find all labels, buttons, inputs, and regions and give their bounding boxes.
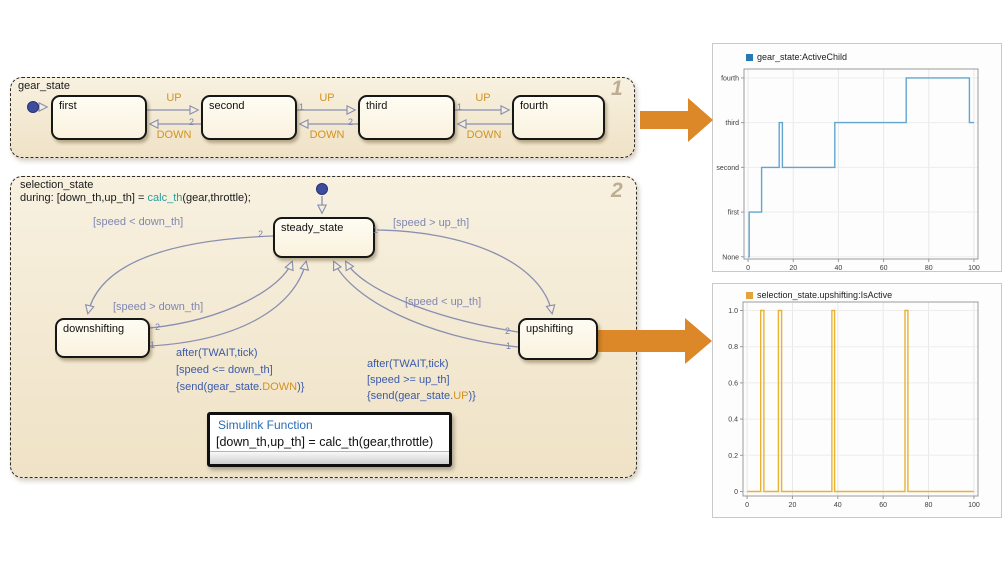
svg-text:0: 0 (746, 265, 750, 272)
svg-text:second: second (716, 165, 739, 172)
svg-text:40: 40 (835, 265, 843, 272)
condition-speed-lt-down-th: [speed < down_th] (93, 216, 184, 228)
state-fourth-label: fourth (520, 100, 549, 112)
simulink-function-signature: [down_th,up_th] = calc_th(gear,throttle) (216, 435, 434, 449)
upshift-chart-legend-marker (746, 291, 753, 299)
svg-text:20: 20 (789, 502, 797, 509)
svg-text:40: 40 (834, 502, 842, 509)
up-label-3: UP (475, 92, 491, 104)
state-first-label: first (59, 100, 77, 112)
downshift-action-line2: [speed <= down_th] (176, 364, 273, 376)
svg-text:100: 100 (968, 502, 980, 509)
svg-text:0.8: 0.8 (728, 344, 738, 351)
downshift-action-label: after(TWAIT,tick) [speed <= down_th] {se… (176, 345, 304, 396)
gear-chart-legend: gear_state:ActiveChild (746, 52, 847, 62)
svg-text:0.4: 0.4 (728, 417, 738, 424)
simulink-function-title: Simulink Function (218, 418, 313, 432)
svg-text:first: first (728, 210, 739, 217)
svg-text:60: 60 (879, 502, 887, 509)
upshift-action-label: after(TWAIT,tick) [speed >= up_th] {send… (367, 356, 476, 404)
order-second-up: 1 (299, 102, 305, 112)
svg-text:60: 60 (880, 265, 888, 272)
state-second[interactable]: second (201, 95, 297, 140)
downshift-action-line1: after(TWAIT,tick) (176, 347, 258, 359)
state-downshifting[interactable]: downshifting (55, 318, 150, 358)
state-steady-state-label: steady_state (281, 222, 344, 234)
order-steady-to-down: 2 (258, 229, 264, 239)
simulink-function-box[interactable]: Simulink Function [down_th,up_th] = calc… (207, 412, 452, 467)
condition-speed-gt-up-th: [speed > up_th] (393, 217, 470, 229)
down-label-1: DOWN (156, 129, 192, 141)
state-upshifting[interactable]: upshifting (518, 318, 598, 360)
svg-text:0: 0 (745, 502, 749, 509)
state-upshifting-label: upshifting (526, 323, 574, 335)
up-label-1: UP (166, 92, 182, 104)
svg-text:0: 0 (734, 489, 738, 496)
order-third-up: 1 (457, 102, 463, 112)
state-third-label: third (366, 100, 388, 112)
during-suffix: (gear,throttle); (182, 192, 251, 204)
state-third[interactable]: third (358, 95, 455, 140)
during-prefix: during: [down_th,up_th] = (20, 192, 148, 204)
order-down-return-cond: 2 (155, 322, 161, 332)
svg-text:80: 80 (925, 265, 933, 272)
simulink-function-strip (210, 451, 449, 464)
block-arrow-to-gear-chart (640, 98, 713, 142)
order-steady-to-up: 1 (373, 225, 379, 235)
svg-text:third: third (725, 120, 739, 127)
upshift-action-line3: {send(gear_state.UP)} (367, 390, 476, 402)
gear-state-execution-order: 1 (611, 77, 623, 100)
selection-state-execution-order: 2 (611, 179, 623, 202)
gear-activechild-plot[interactable]: 0 20 40 60 80 100 None first second third fourth (713, 44, 1003, 273)
upshift-action-line1: after(TWAIT,tick) (367, 358, 449, 370)
upshifting-isactive-chart-panel[interactable]: selection_state.upshifting:IsActive 0 20 4… (712, 283, 1002, 518)
state-fourth[interactable]: fourth (512, 95, 605, 140)
gear-chart-legend-label: gear_state:ActiveChild (757, 52, 848, 62)
upshift-chart-legend-label: selection_state.upshifting:IsActive (757, 290, 893, 300)
condition-speed-gt-down-th: [speed > down_th] (113, 301, 204, 313)
up-event: UP (453, 390, 469, 402)
order-third-down: 2 (348, 117, 354, 127)
state-first[interactable]: first (51, 95, 147, 140)
svg-text:fourth: fourth (721, 75, 739, 82)
svg-text:1.0: 1.0 (728, 308, 738, 315)
state-steady-state[interactable]: steady_state (273, 217, 375, 258)
gear-state-title: gear_state (18, 80, 70, 92)
order-up-return-cond: 2 (505, 326, 511, 336)
svg-text:0.6: 0.6 (728, 380, 738, 387)
downshift-action-line3: {send(gear_state.DOWN)} (176, 381, 305, 393)
svg-text:0.2: 0.2 (728, 453, 738, 460)
svg-text:None: None (722, 254, 739, 261)
upshift-chart-legend: selection_state.upshifting:IsActive (746, 290, 892, 300)
condition-speed-lt-up-th: [speed < up_th] (405, 296, 482, 308)
upshift-action-line2: [speed >= up_th] (367, 374, 450, 386)
down-event: DOWN (262, 381, 298, 393)
state-second-label: second (209, 100, 245, 112)
selection-state-during: during: [down_th,up_th] = calc_th(gear,t… (20, 192, 251, 204)
order-up-return-action: 1 (506, 341, 512, 351)
gear-chart-legend-marker (746, 53, 753, 61)
down-label-3: DOWN (466, 129, 502, 141)
selection-state-title: selection_state (20, 179, 94, 191)
svg-text:100: 100 (968, 265, 980, 272)
gear-activechild-chart-panel[interactable]: gear_state:ActiveChild 0 20 40 60 80 100 None f… (712, 43, 1002, 272)
svg-text:20: 20 (789, 265, 797, 272)
order-down-return-action: 1 (150, 340, 156, 350)
down-label-2: DOWN (309, 129, 345, 141)
during-function-name: calc_th (147, 192, 183, 204)
state-downshifting-label: downshifting (63, 323, 125, 335)
upshifting-isactive-plot[interactable]: 0 20 40 60 80 100 0 0.2 0.4 0.6 0.8 1.0 (713, 284, 1003, 519)
up-label-2: UP (319, 92, 335, 104)
svg-text:80: 80 (925, 502, 933, 509)
order-second-down: 2 (189, 117, 195, 127)
